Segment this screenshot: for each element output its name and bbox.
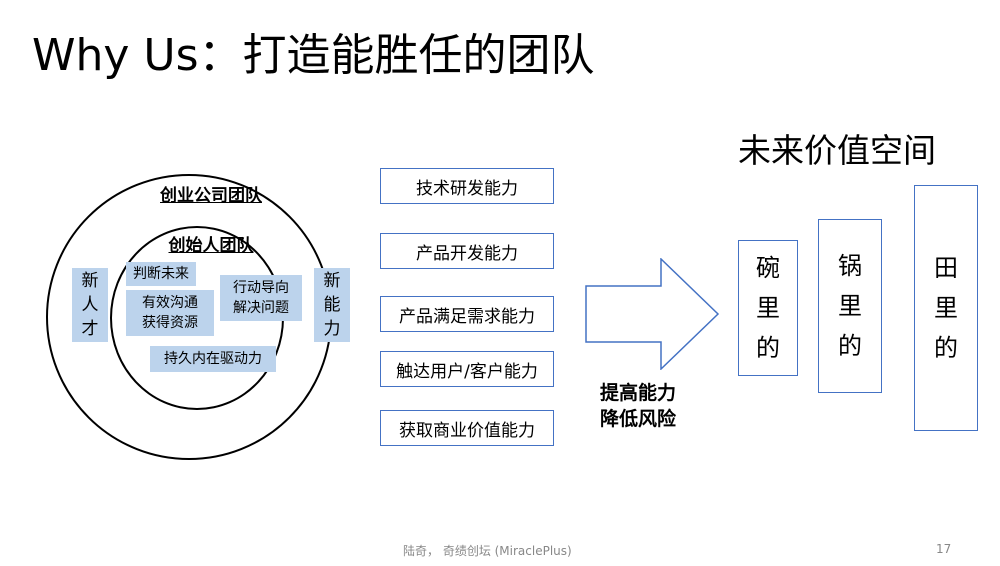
capability-box-tech: 技术研发能力 [380,168,554,204]
value-box-field: 田 里 的 [914,185,978,431]
new-ability-char-1: 新 [323,271,341,291]
field-char-3: 的 [934,334,958,362]
communicate-line: 有效沟通 [142,295,198,311]
capability-box-reach: 触达用户/客户能力 [380,351,554,387]
bowl-char-3: 的 [756,334,780,362]
capability-box-value: 获取商业价值能力 [380,410,554,446]
new-ability-char-2: 能 [323,295,341,315]
new-ability-chip: 新 能 力 [314,268,350,342]
new-talent-char-3: 才 [81,319,99,339]
pot-char-2: 里 [838,292,862,320]
judge-future-chip: 判断未来 [126,262,196,286]
field-char-2: 里 [934,294,958,322]
footer-credit: 陆奇， 奇绩创坛 (MiraclePlus) [403,544,572,558]
capability-box-product: 产品开发能力 [380,233,554,269]
bowl-char-1: 碗 [756,254,780,282]
action-line: 行动导向 [233,280,289,296]
value-space-title: 未来价值空间 [738,131,936,170]
communicate-resources-chip: 有效沟通 获得资源 [126,290,214,336]
capability-box-fit: 产品满足需求能力 [380,296,554,332]
pot-char-1: 锅 [838,252,862,280]
arrow-caption-line-2: 降低风险 [600,408,677,430]
solve-line: 解决问题 [233,300,289,316]
founder-team-label: 创始人团队 [168,236,254,256]
value-box-bowl: 碗 里 的 [738,240,798,376]
slide-title: Why Us：打造能胜任的团队 [32,30,595,81]
new-ability-char-3: 力 [323,319,341,339]
new-talent-char-2: 人 [81,295,99,315]
new-talent-char-1: 新 [81,271,99,291]
field-char-1: 田 [934,254,958,282]
arrow-caption: 提高能力 降低风险 [600,380,676,432]
bowl-char-2: 里 [756,294,780,322]
new-talent-chip: 新 人 才 [72,268,108,342]
startup-team-label: 创业公司团队 [160,186,262,206]
value-box-pot: 锅 里 的 [818,219,882,393]
pot-char-3: 的 [838,332,862,360]
page-number: 17 [936,542,952,556]
arrow-caption-line-1: 提高能力 [600,382,677,404]
resources-line: 获得资源 [142,315,198,331]
inner-drive-chip: 持久内在驱动力 [150,346,276,372]
action-solve-chip: 行动导向 解决问题 [220,275,302,321]
right-arrow-icon [585,258,720,370]
